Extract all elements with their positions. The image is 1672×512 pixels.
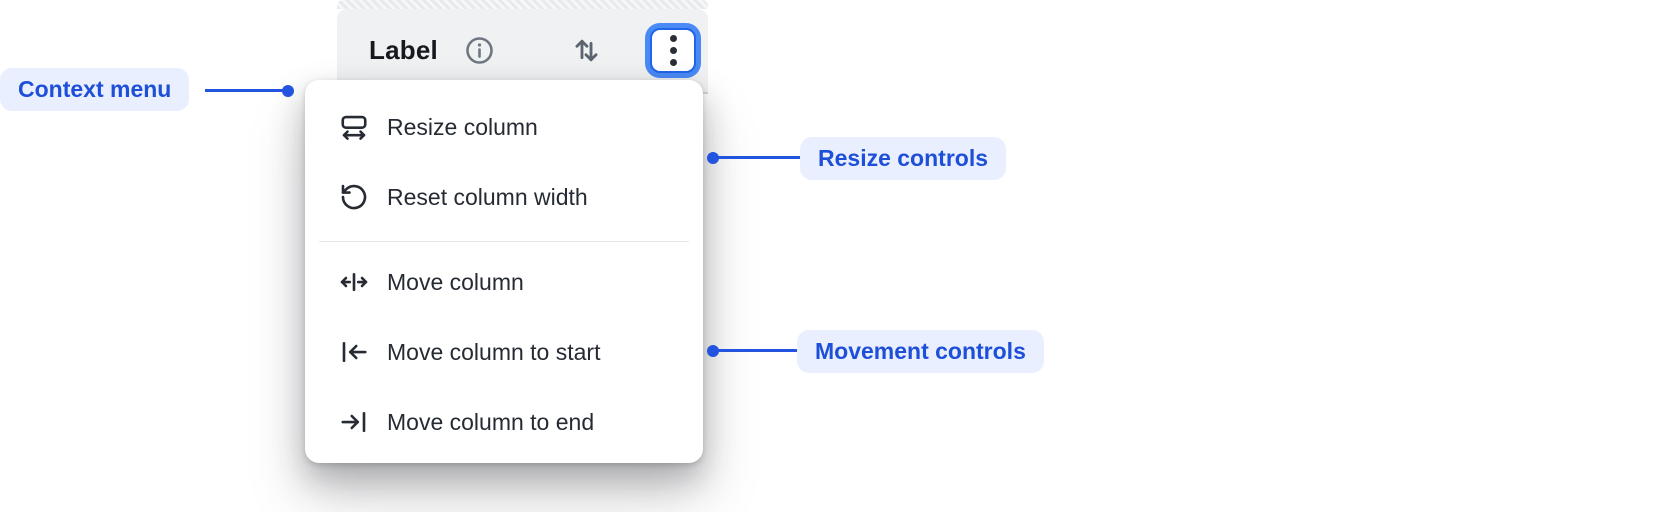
leader-dot-context-menu bbox=[282, 85, 294, 97]
menu-item-label: Move column to end bbox=[387, 408, 595, 435]
kebab-menu-icon bbox=[669, 35, 677, 42]
move-column-icon bbox=[339, 267, 369, 297]
menu-item-move-column-to-end[interactable]: Move column to end bbox=[311, 394, 697, 450]
menu-item-reset-column-width[interactable]: Reset column width bbox=[311, 169, 697, 225]
menu-divider bbox=[319, 241, 689, 242]
column-menu-button[interactable] bbox=[650, 28, 696, 73]
leader-line-resize-controls bbox=[713, 156, 802, 159]
menu-item-label: Reset column width bbox=[387, 183, 588, 210]
annotation-context-menu: Context menu bbox=[0, 68, 190, 111]
reset-column-width-icon bbox=[339, 182, 369, 212]
resize-column-icon bbox=[339, 112, 369, 142]
move-column-start-icon bbox=[339, 337, 369, 367]
move-column-end-icon bbox=[339, 407, 369, 437]
menu-item-label: Move column bbox=[387, 268, 524, 295]
leader-line-context-menu bbox=[205, 89, 288, 92]
menu-item-move-column[interactable]: Move column bbox=[311, 254, 697, 310]
menu-item-label: Move column to start bbox=[387, 338, 601, 365]
leader-line-movement-controls bbox=[713, 349, 799, 352]
annotation-resize-controls: Resize controls bbox=[800, 137, 1006, 180]
leader-dot-resize-controls bbox=[707, 152, 719, 164]
sort-arrows-icon[interactable] bbox=[571, 35, 602, 66]
annotation-movement-controls: Movement controls bbox=[797, 330, 1044, 373]
info-icon[interactable] bbox=[464, 35, 495, 66]
leader-dot-movement-controls bbox=[707, 345, 719, 357]
menu-item-resize-column[interactable]: Resize column bbox=[311, 99, 697, 155]
column-context-menu: Resize column Reset column width bbox=[305, 80, 703, 463]
menu-item-move-column-to-start[interactable]: Move column to start bbox=[311, 324, 697, 380]
column-title: Label bbox=[369, 35, 438, 65]
table-column-header: Label bbox=[337, 9, 708, 94]
cropped-edge-hatch bbox=[337, 0, 708, 9]
menu-item-label: Resize column bbox=[387, 113, 538, 140]
